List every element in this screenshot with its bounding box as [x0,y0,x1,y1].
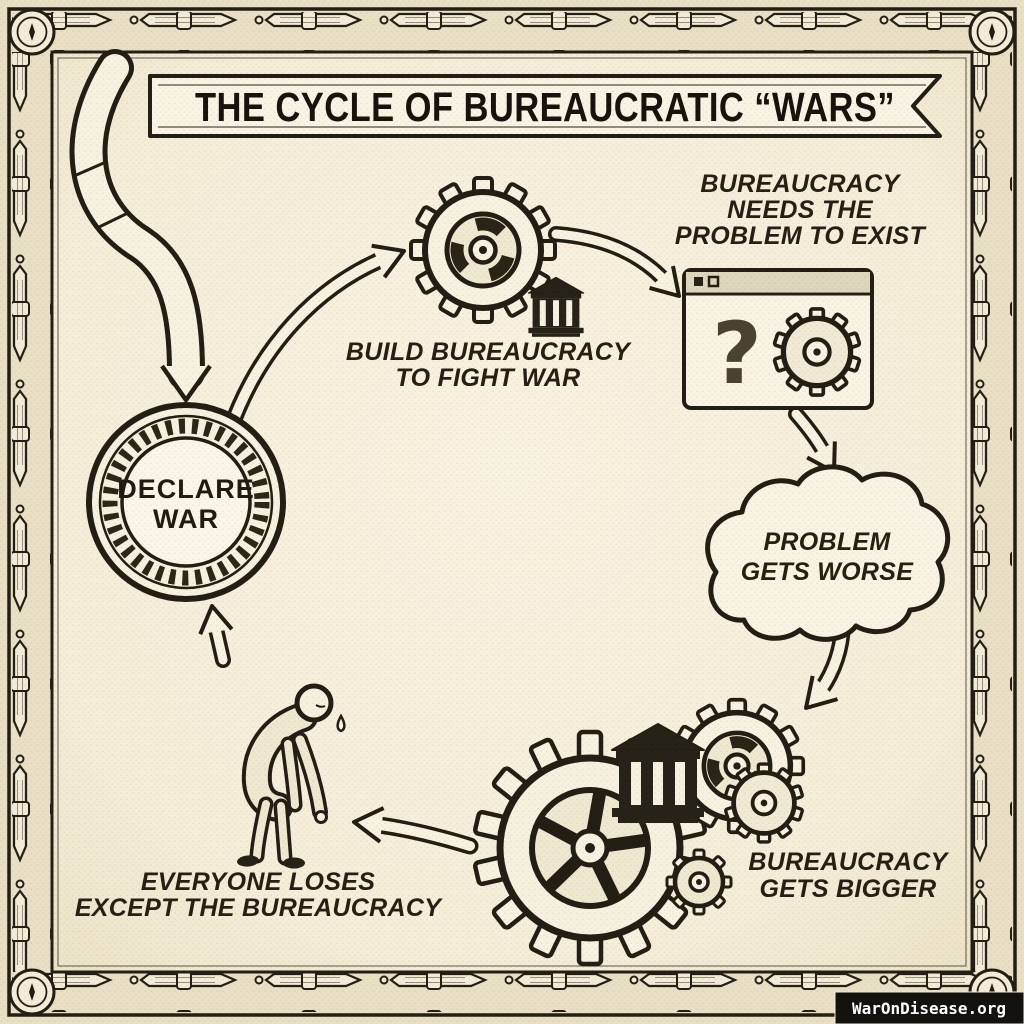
title-banner: THE CYCLE OF BUREAUCRATIC “WARS” [148,74,942,138]
corner-medallion-top-left [8,8,56,56]
question-mark-icon: ? [712,304,762,404]
gets-bigger-label-line1: BUREAUCRACY [748,848,949,876]
problem-worse-label-line2: GETS WORSE [741,558,914,586]
corner-medallion-top-right [968,8,1016,56]
corner-medallion-bottom-left [8,968,56,1016]
declare-war-medallion: DECLARE WAR [86,402,286,602]
watermark-text: WarOnDisease.org [852,999,1006,1018]
build-bureaucracy-label-line1: BUILD BUREAUCRACY [346,338,632,366]
declare-war-label-line2: WAR [153,504,219,534]
needs-problem-label-line3: PROBLEM TO EXIST [675,222,928,250]
gets-bigger-label-line2: GETS BIGGER [760,875,937,903]
sweat-drop-icon [336,713,346,733]
watermark-badge: WarOnDisease.org [834,991,1024,1024]
declare-war-label-line1: DECLARE [117,474,255,504]
window-gear-icon [774,309,860,395]
page-title: THE CYCLE OF BUREAUCRATIC “WARS” [195,84,895,130]
build-bureaucracy-label-line2: TO FIGHT WAR [395,364,580,392]
everyone-loses-label-line1: EVERYONE LOSES [141,868,375,896]
needs-problem-label-line1: BUREAUCRACY [700,170,901,198]
hand [314,810,328,824]
tiny-gear-icon [667,850,731,914]
small-gear-icon [725,764,803,842]
everyone-loses-label-line2: EXCEPT THE BUREAUCRACY [75,894,443,922]
problem-window-panel: ? [682,268,874,410]
problem-worse-label-line1: PROBLEM [763,528,891,556]
needs-problem-label-line2: NEEDS THE [727,196,874,224]
window-dot-icon [694,277,703,286]
shoe [283,857,305,869]
head [294,683,334,723]
